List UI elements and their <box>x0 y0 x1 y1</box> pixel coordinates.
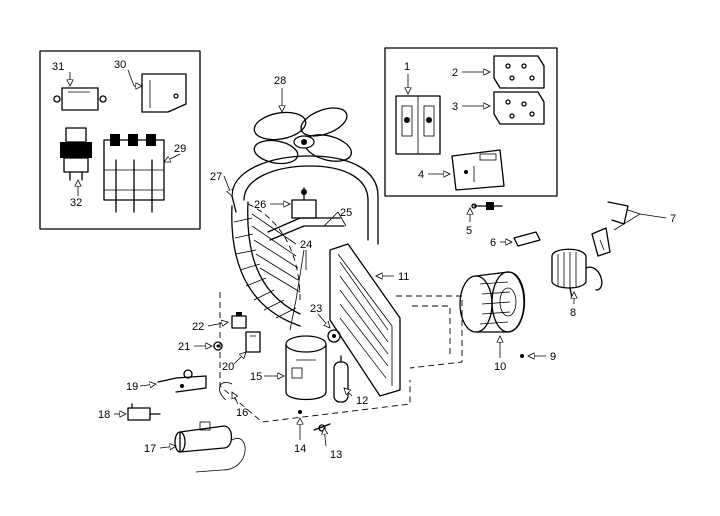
condenser-coil <box>231 201 301 327</box>
part-12-accumulator <box>333 355 349 403</box>
part-7-bracket <box>591 201 629 257</box>
callout-14: 14 <box>294 443 306 455</box>
part-21-nut <box>213 341 223 351</box>
part-24-tube <box>289 249 305 331</box>
callout-26: 26 <box>254 199 266 211</box>
part-17-heater <box>174 421 246 473</box>
part-18-switch <box>127 403 161 421</box>
callout-20: 20 <box>222 361 234 373</box>
part-29-contactor <box>103 134 165 213</box>
part-15-compressor <box>285 335 327 401</box>
callout-23: 23 <box>310 303 322 315</box>
part-26-fan-motor <box>291 187 317 219</box>
part-2-board <box>493 55 545 89</box>
callout-24: 24 <box>300 239 312 251</box>
callout-16: 16 <box>236 407 248 419</box>
callout-21: 21 <box>178 341 190 353</box>
part-31-relay <box>53 87 107 111</box>
callout-5: 5 <box>466 225 472 237</box>
part-30-bracket <box>141 73 187 113</box>
callout-labels: 1 2 3 4 5 6 7 8 9 10 11 12 13 14 15 16 1… <box>52 59 676 461</box>
part-1-terminal-block <box>395 95 441 155</box>
part-4-circuit-board <box>451 149 505 191</box>
part-8-blower-motor <box>551 248 603 299</box>
callout-7: 7 <box>670 213 676 225</box>
part-16-wire <box>219 382 233 401</box>
callout-29: 29 <box>174 143 186 155</box>
callout-11: 11 <box>398 271 409 283</box>
part-3-board <box>493 91 545 125</box>
part-5-sensor <box>471 202 503 210</box>
callout-27: 27 <box>210 171 222 183</box>
part-19-valve <box>157 369 207 393</box>
part-22-switch <box>231 312 247 329</box>
callout-12: 12 <box>356 395 368 407</box>
part-27-top-ring <box>231 155 379 245</box>
part-20-relay <box>245 331 261 353</box>
part-6-clip <box>513 231 541 247</box>
callout-19: 19 <box>126 381 138 393</box>
part-28-fan-blade <box>253 107 353 165</box>
callout-25: 25 <box>340 207 352 219</box>
callout-22: 22 <box>192 321 204 333</box>
callout-28: 28 <box>274 75 286 87</box>
callout-18: 18 <box>98 409 110 421</box>
base-pan <box>219 292 463 423</box>
callout-8: 8 <box>570 307 576 319</box>
callout-32: 32 <box>70 197 82 209</box>
callout-1: 1 <box>404 61 410 73</box>
part-32-transformer <box>60 127 92 181</box>
part-9-screw <box>520 354 524 358</box>
callout-30: 30 <box>114 59 126 71</box>
part-13-dryer <box>313 423 331 432</box>
callout-17: 17 <box>144 443 156 455</box>
callout-6: 6 <box>490 237 496 249</box>
callout-13: 13 <box>330 449 342 461</box>
inset-box-right <box>384 47 558 197</box>
part-14-screw <box>298 410 302 414</box>
callout-31: 31 <box>52 61 64 73</box>
leader-lines <box>70 70 667 448</box>
part-25-motor-bracket <box>267 217 345 241</box>
callout-9: 9 <box>550 351 556 363</box>
part-10-blower-wheel <box>459 271 526 333</box>
callout-15: 15 <box>250 371 262 383</box>
part-11-access-panel <box>329 243 401 397</box>
callout-3: 3 <box>452 101 458 113</box>
callout-10: 10 <box>494 361 506 373</box>
callout-4: 4 <box>418 169 424 181</box>
inset-box-left <box>39 50 201 230</box>
part-23-fitting <box>327 329 341 343</box>
callout-2: 2 <box>452 67 458 79</box>
